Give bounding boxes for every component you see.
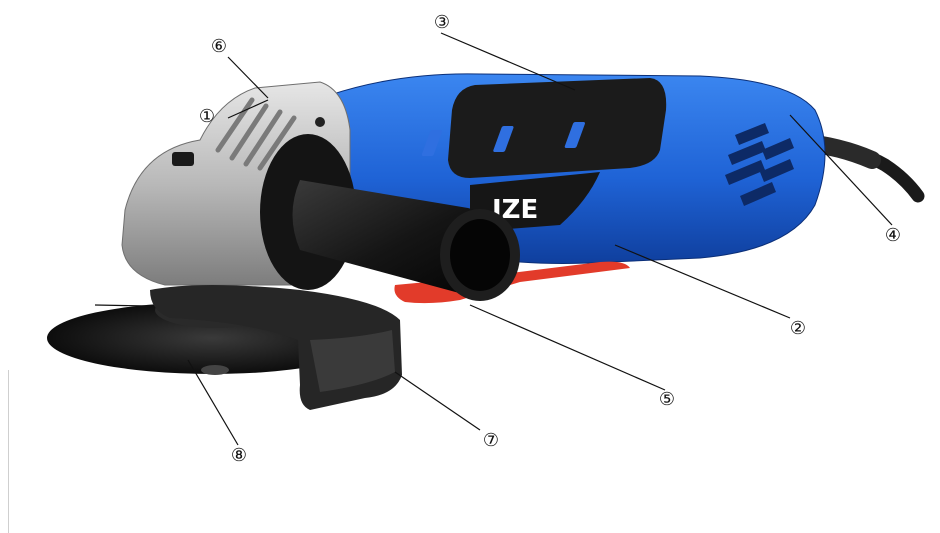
page-edge-line (8, 370, 9, 533)
callout-4: ④ (884, 225, 902, 246)
callout-2: ② (789, 318, 807, 339)
callout-1: ① (198, 106, 216, 127)
rear-vents (725, 123, 794, 206)
callout-6: ⑥ (210, 36, 228, 57)
leader-line-2 (614, 244, 791, 319)
disc-nut (201, 365, 229, 375)
switch-slider (394, 261, 630, 304)
leader-line-7 (394, 371, 481, 431)
gear-head-fins (215, 97, 297, 171)
leader-lines (94, 32, 893, 446)
leader-line-disc (94, 304, 151, 307)
rubber-grip (448, 78, 667, 178)
spindle-lock-button (172, 152, 194, 166)
wheel-guard-highlight (310, 330, 395, 392)
leader-line-6 (227, 56, 269, 99)
leader-line-1 (227, 99, 269, 119)
gear-screw (315, 117, 325, 127)
side-handle-bore (450, 219, 510, 291)
callout-3: ③ (433, 12, 451, 33)
callout-5: ⑤ (658, 389, 676, 410)
leader-line-5 (469, 304, 666, 391)
callout-7: ⑦ (482, 430, 500, 451)
leader-line-3 (440, 32, 576, 91)
leader-line-4 (789, 114, 893, 226)
callout-8: ⑧ (230, 445, 248, 466)
grip-slots (421, 122, 585, 156)
leader-line-8 (187, 359, 239, 446)
